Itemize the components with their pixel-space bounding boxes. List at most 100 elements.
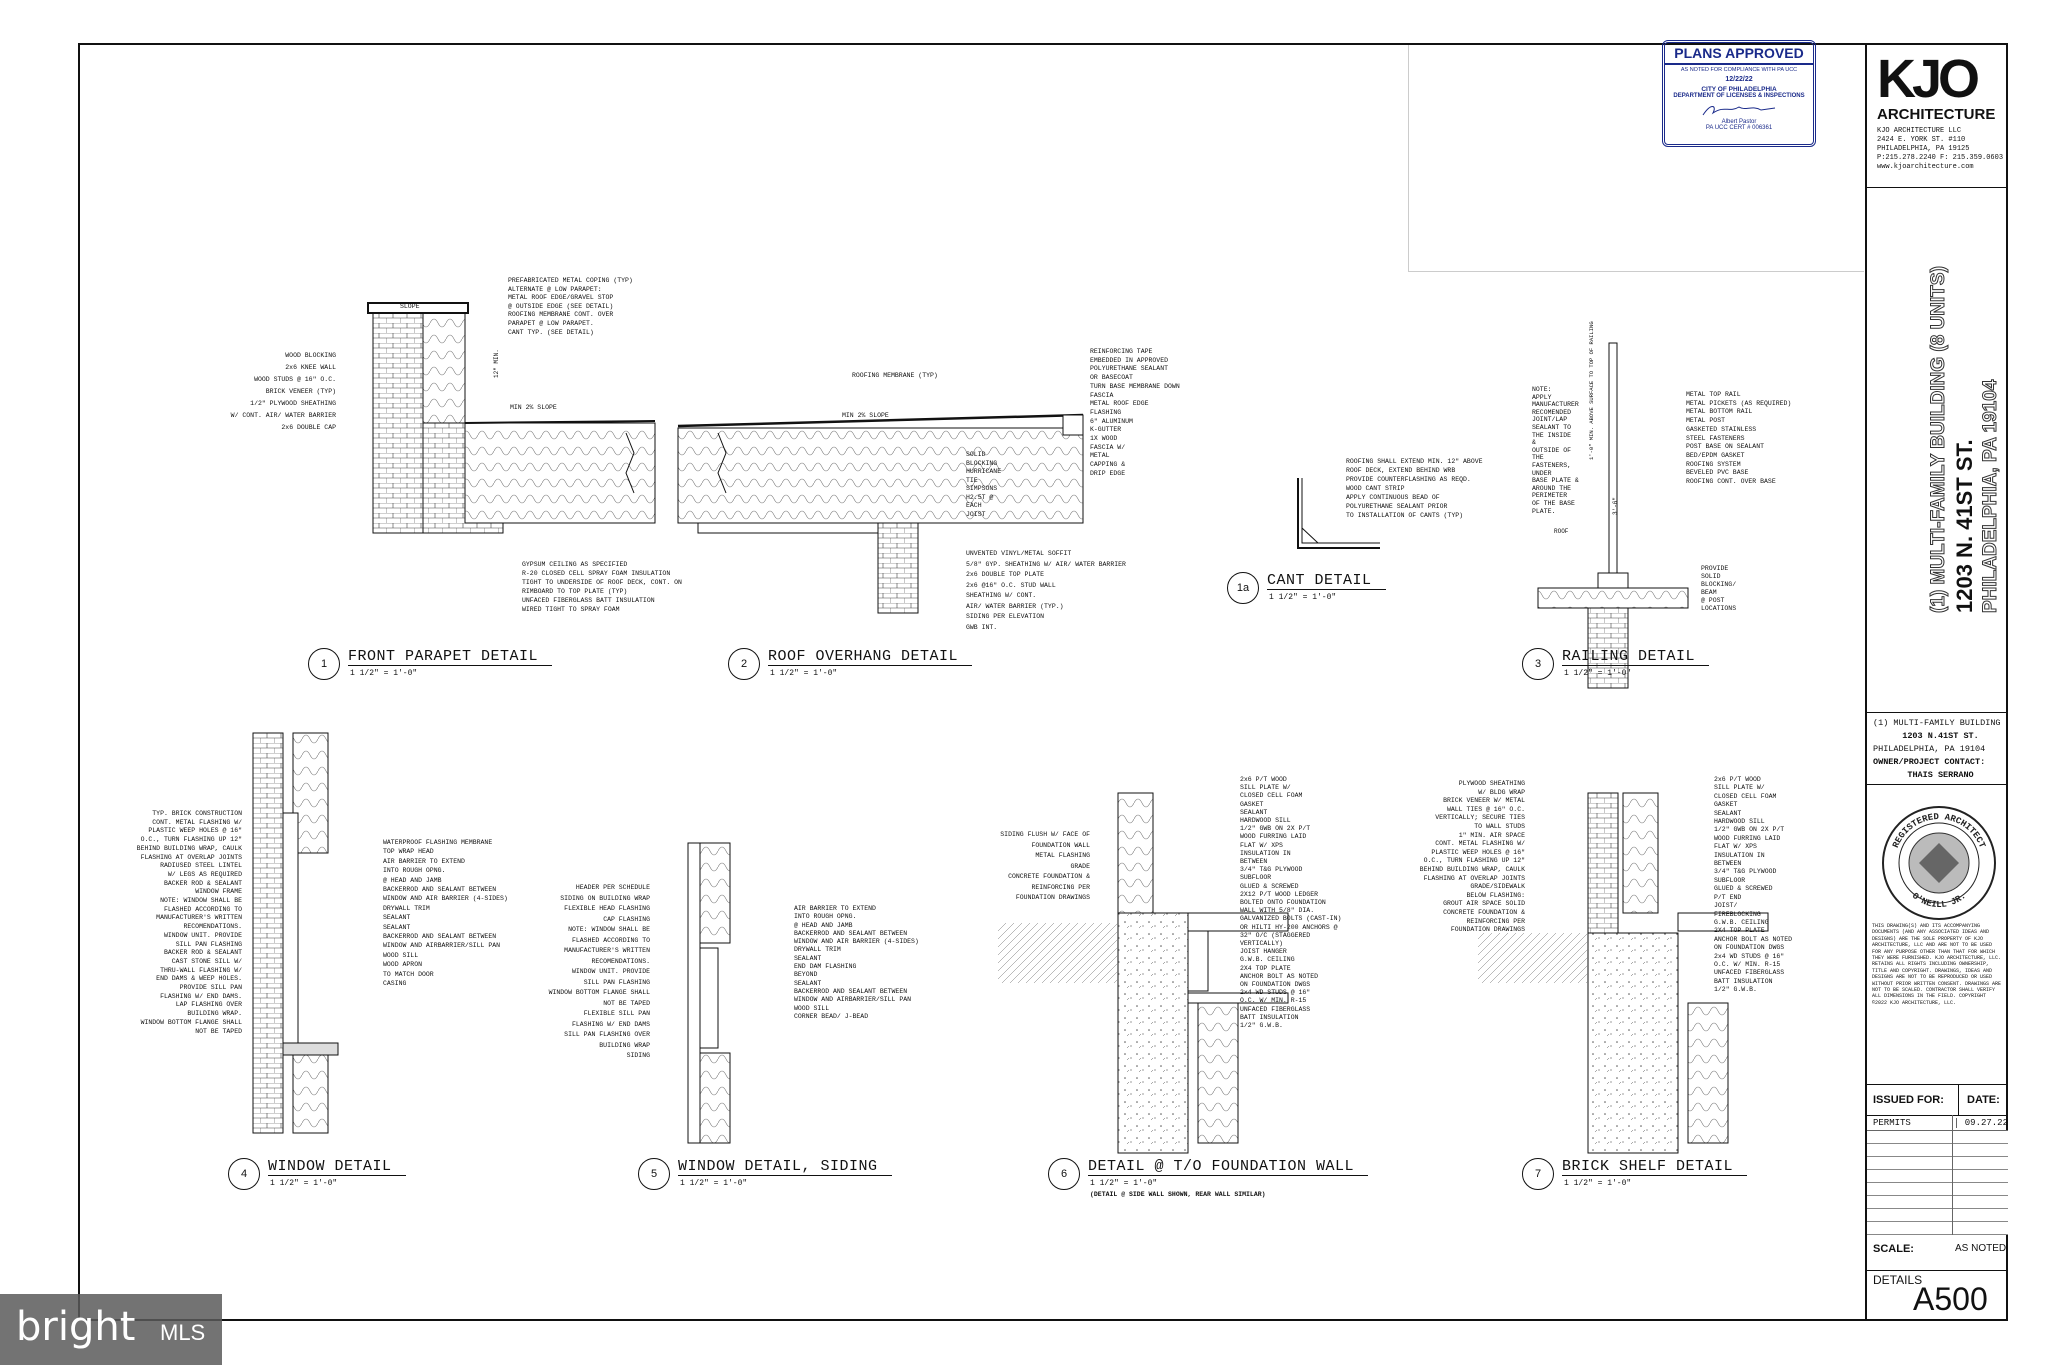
title-block: KJO ARCHITECTURE KJO ARCHITECTURE LLC 24… [1865, 43, 2008, 1321]
note-line: SUBFLOOR [1714, 876, 1746, 884]
note-line: FLASHING AT OVERLAP JOINTS [140, 853, 242, 861]
note-line: BEAM [1701, 589, 1717, 596]
note-line: 32" O/C (STAGGERED [1240, 931, 1311, 939]
note-line: WINDOW AND AIR BARRIER (4-SIDES) [794, 938, 919, 946]
note-line: THE INSIDE [1532, 431, 1572, 439]
firm-name: ARCHITECTURE [1877, 106, 1996, 123]
note-line: SILL PAN FLASHING OVER [564, 1031, 650, 1038]
project-city: PHILADELPHIA, PA 19104 [1873, 744, 1986, 754]
note-line: CLOSED CELL FOAM [1240, 792, 1303, 800]
note-line: TOP WRAP HEAD [383, 848, 434, 856]
note-line: WIRED TIGHT TO SPRAY FOAM [522, 606, 620, 613]
note-line: FIREBLOCKING [1714, 910, 1761, 918]
note-line: INTO ROUGH OPNG. [383, 867, 446, 875]
note-line: O.C., TURN FLASHING UP 12" [140, 836, 242, 844]
note-line: POLYURETHANE SEALANT PRIOR [1346, 503, 1448, 510]
note-line: BACKER ROD & SEALANT [163, 879, 242, 887]
note-line: TIE [966, 476, 978, 484]
detail-1-front-parapet [367, 302, 656, 534]
note-line: RADIUSED STEEL LINTEL [160, 862, 242, 870]
stamp-line: AS NOTED FOR COMPLIANCE WITH PA UCC [1680, 67, 1798, 73]
stamp-name: Albert Pastor [1721, 119, 1757, 125]
note-line: METAL TOP RAIL [1686, 391, 1741, 398]
note-line: 5/8" GYP. SHEATHING W/ AIR/ WATER BARRIE… [966, 560, 1126, 568]
note-line: FLASHING W/ END DAMS [571, 1020, 650, 1028]
note-line: BETWEEN [1714, 860, 1742, 868]
note-line: G.W.B. CEILING [1714, 918, 1769, 926]
note-line: @ POST [1701, 597, 1725, 604]
approval-stamp: PLANS APPROVED AS NOTED FOR COMPLIANCE W… [1662, 40, 1816, 147]
note-line: SOLID [1701, 573, 1721, 580]
note-line: HARDWOOD SILL [1240, 817, 1291, 825]
note-line: BED/EPDM GASKET [1686, 451, 1745, 459]
note-line: GWB INT. [966, 623, 998, 631]
note-line: WATERPROOF FLASHING MEMBRANE [383, 839, 493, 846]
note-line: 2x6 DOUBLE TOP PLATE [966, 571, 1045, 578]
note-line: & [1532, 439, 1536, 447]
note-line: WINDOW AND AIRBARRIER/SILL PAN [794, 996, 912, 1004]
disclaimer-text: THIS DRAWING(S) AND ITS ACCOMPANYING DOC… [1872, 923, 2002, 1006]
note-line: 1/2" G.W.B. [1714, 986, 1757, 994]
note-line: BEVELED PVC BASE [1686, 469, 1749, 477]
note-line: FLASHING AT OVERLAP JOINTS [1423, 874, 1525, 882]
note-line: FLASHED ACCORDING TO [571, 936, 650, 944]
signature-icon [1702, 106, 1776, 116]
detail-number-bubble: 4 [228, 1158, 260, 1190]
note-line: TURN BASE MEMBRANE DOWN [1090, 382, 1180, 390]
note-line: 2x6 P/T WOOD [1240, 776, 1287, 783]
project-vertical-block: (1) MULTI-FAMILY BUILDING (8 UNITS) 1203… [1867, 188, 2008, 713]
note-line: TO WALL STUDS [1474, 822, 1525, 830]
detail-scale-text: 1 1/2" = 1'-0" [680, 1179, 748, 1188]
stamp-title: PLANS APPROVED [1665, 43, 1813, 65]
detail-number-bubble: 6 [1048, 1158, 1080, 1190]
detail-title-text: CANT DETAIL [1267, 572, 1386, 590]
detail-1a-cant [1297, 478, 1380, 549]
note-line: NOT BE TAPED [195, 1027, 242, 1035]
note-line: BLOCKING/ [1701, 581, 1737, 588]
stamp-area-box [1408, 45, 1864, 272]
note-line: ROOFING CONT. OVER BASE [1686, 478, 1776, 486]
note-line: DRIP EDGE [1090, 469, 1126, 477]
note-line: CANT TYP. (SEE DETAIL) [508, 328, 594, 336]
note-line: PROVIDE [1701, 565, 1729, 572]
note-line: TO INSTALLATION OF CANTS (TYP) [1346, 512, 1464, 519]
note-line: ROOFING SYSTEM [1686, 460, 1741, 468]
note-line: REINFORCING PER [1031, 883, 1090, 891]
note-line: CONCRETE FOUNDATION & [1443, 908, 1525, 916]
watermark-suffix: MLS [160, 1320, 206, 1345]
note-line: CONCRETE FOUNDATION & [1008, 873, 1090, 880]
firm-web: www.kjoarchitecture.com [1877, 163, 1974, 171]
note-line: ANCHOR BOLT AS NOTED [1714, 935, 1793, 943]
note-line: O.C. W/ MIN. R-15 [1240, 997, 1307, 1005]
note-line: VERTICALLY; SECURE TIES [1435, 814, 1525, 822]
detail-scale-text: 1 1/2" = 1'-0" [770, 669, 838, 678]
note-line: INSULATION IN [1714, 851, 1765, 859]
note-line: K-GUTTER [1090, 426, 1122, 434]
note-line: POLYURETHANE SEALANT [1090, 365, 1169, 373]
note-line: VERTICALLY) [1240, 940, 1283, 948]
note-line: 2X12 P/T WOOD LEDGER [1240, 890, 1319, 898]
note-line: GALVANIZED BOLTS (CAST-IN) [1240, 915, 1342, 923]
note-line: AROUND THE [1532, 484, 1572, 492]
note-line: NOT BE TAPED [603, 999, 650, 1007]
note-line: CAST STONE SILL W/ [171, 957, 242, 965]
note-line: WOOD APRON [383, 961, 423, 969]
issued-divider [1952, 1115, 1953, 1235]
note-line: FASTENERS, [1532, 461, 1572, 469]
note-line: BRICK VENEER W/ METAL [1443, 797, 1525, 805]
note-line: SUBFLOOR [1240, 874, 1272, 882]
detail-title-text: ROOF OVERHANG DETAIL [768, 648, 973, 666]
note-line: CORNER BEAD/ J-BEAD [794, 1012, 869, 1020]
note-line: INTO ROUGH OPNG. [794, 913, 857, 921]
detail-number-bubble: 1 [308, 648, 340, 680]
note-line: FLASHING W/ END DAMS. [160, 992, 242, 1000]
note-line: 1/2" GWB ON 2X P/T [1714, 826, 1785, 834]
note-line: 3/4" T&G PLYWOOD [1240, 866, 1303, 874]
note-line: REINFORCING PER [1466, 917, 1525, 925]
note-line: BUILDING WRAP [599, 1041, 650, 1049]
note-line: MANUFACTURER'S WRITTEN [156, 914, 242, 922]
